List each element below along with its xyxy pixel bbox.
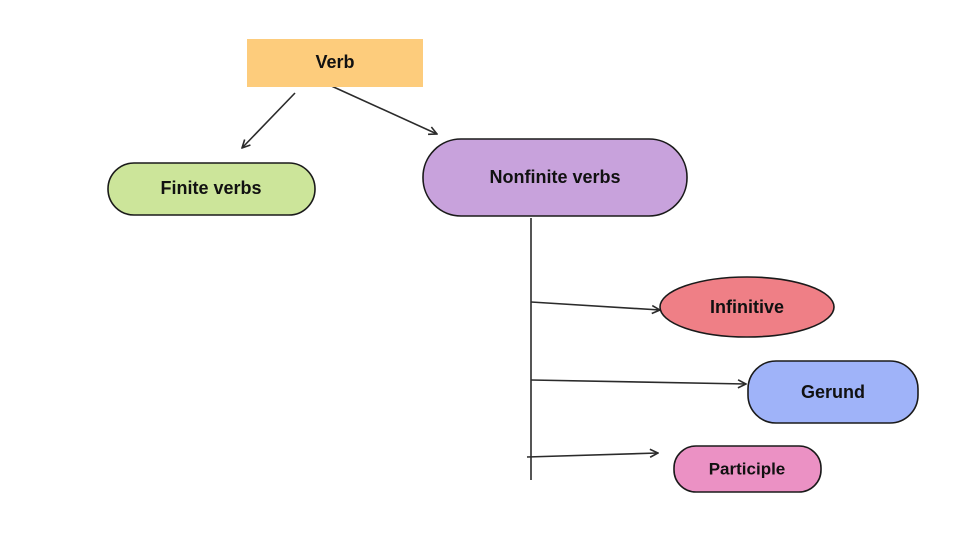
node-nonfinite-verbs: Nonfinite verbs — [422, 138, 688, 217]
node-verb-label: Verb — [315, 52, 354, 72]
node-infinitive-label: Infinitive — [710, 297, 784, 317]
node-gerund-pill — [747, 360, 919, 424]
edge-nonfinite-to-participle — [526, 453, 658, 457]
node-gerund: Gerund — [747, 360, 919, 424]
node-verb-box — [247, 39, 423, 87]
node-participle-pill — [673, 445, 822, 493]
node-finite-verbs-label: Finite verbs — [160, 178, 261, 198]
edge-verb-to-nonfinite — [326, 83, 437, 134]
edge-nonfinite-to-gerund — [530, 380, 746, 384]
node-infinitive: Infinitive — [659, 276, 835, 338]
node-participle-label: Participle — [709, 459, 786, 478]
node-participle: Participle — [673, 445, 822, 493]
edge-nonfinite-to-infinitive — [530, 301, 660, 310]
node-finite-verbs-pill — [107, 162, 316, 216]
node-nonfinite-verbs-label: Nonfinite verbs — [489, 167, 620, 187]
node-verb: Verb — [247, 39, 423, 87]
node-infinitive-ellipse — [659, 276, 835, 338]
node-finite-verbs: Finite verbs — [107, 162, 316, 216]
node-gerund-label: Gerund — [801, 382, 865, 402]
edge-verb-to-finite — [242, 92, 296, 148]
node-nonfinite-verbs-pill — [422, 138, 688, 217]
